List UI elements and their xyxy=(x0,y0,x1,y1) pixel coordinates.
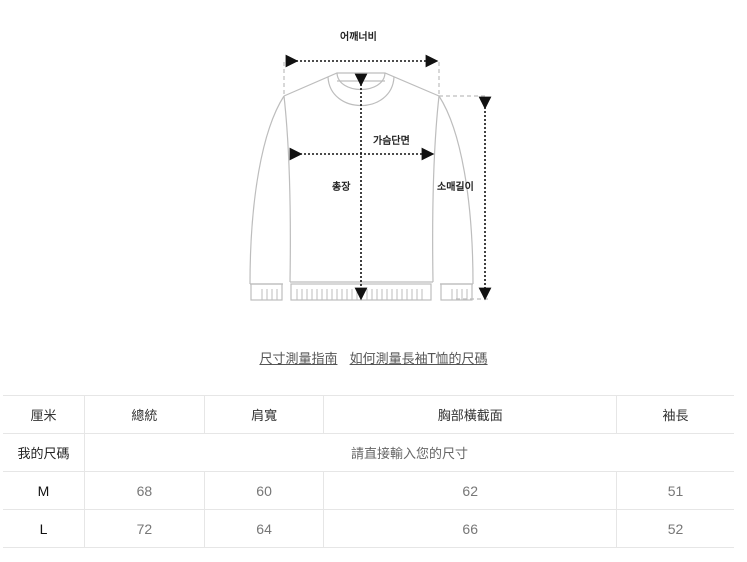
size-guide-link[interactable]: 尺寸測量指南 xyxy=(259,352,338,367)
how-to-measure-link[interactable]: 如何測量長袖T恤的尺碼 xyxy=(349,352,488,367)
shoulder-width-header: 肩寬 xyxy=(203,395,324,434)
my-size-label: 我的尺碼 xyxy=(3,433,85,472)
measure-guide-links: 尺寸測量指南 如何測量長袖T恤的尺碼 xyxy=(0,348,747,367)
size-label: M xyxy=(3,471,85,510)
size-diagram: 어깨너비 가슴단면 총장 소매길이 xyxy=(249,32,492,301)
sleeve-length-label: 소매길이 xyxy=(437,182,474,193)
size-label: L xyxy=(3,509,85,548)
sweater-outline-icon xyxy=(249,54,492,301)
chest-width-value: 66 xyxy=(323,509,617,548)
unit-header: 厘米 xyxy=(3,395,85,434)
total-length-header: 總統 xyxy=(84,395,205,434)
total-length-label: 총장 xyxy=(332,182,351,193)
sleeve-length-value: 52 xyxy=(615,509,734,548)
my-size-row: 我的尺碼 請直接輸入您的尺寸 xyxy=(3,433,734,472)
shoulder-width-label: 어깨너비 xyxy=(340,32,377,43)
table-row: L 72 64 66 52 xyxy=(3,509,734,548)
chest-width-label: 가슴단면 xyxy=(373,136,410,147)
shoulder-width-value: 64 xyxy=(203,509,324,548)
chest-width-value: 62 xyxy=(323,471,617,510)
shoulder-width-value: 60 xyxy=(203,471,324,510)
total-length-value: 72 xyxy=(84,509,205,548)
sleeve-length-value: 51 xyxy=(615,471,734,510)
table-header-row: 厘米 總統 肩寬 胸部橫截面 袖長 xyxy=(3,395,734,434)
chest-width-header: 胸部橫截面 xyxy=(323,395,617,434)
my-size-input[interactable]: 請直接輸入您的尺寸 xyxy=(84,433,734,472)
sleeve-length-header: 袖長 xyxy=(615,395,734,434)
table-row: M 68 60 62 51 xyxy=(3,471,734,510)
size-table: 厘米 總統 肩寬 胸部橫截面 袖長 我的尺碼 請直接輸入您的尺寸 M 68 60… xyxy=(3,395,734,548)
total-length-value: 68 xyxy=(84,471,205,510)
